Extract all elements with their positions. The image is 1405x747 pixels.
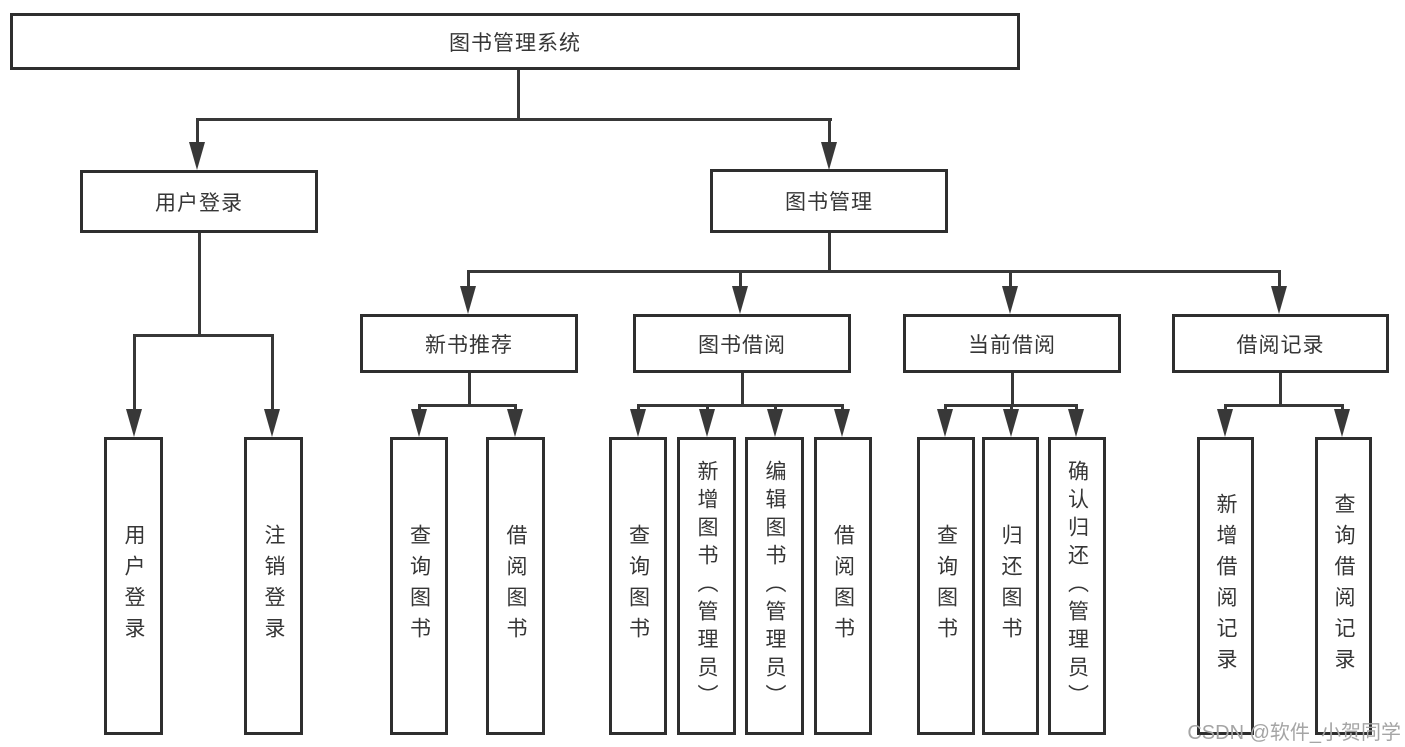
connector-line xyxy=(828,233,831,273)
connector-rail xyxy=(637,404,844,407)
connector-arrowhead xyxy=(767,409,783,437)
connector-arrowhead xyxy=(460,286,476,314)
connector-line xyxy=(271,334,274,412)
connector-line xyxy=(1341,404,1344,412)
connector-line xyxy=(1279,373,1282,407)
leaf-user-login: 用户登录 xyxy=(104,437,163,735)
connector-rail xyxy=(467,270,1281,273)
leaf-borrow-add-admin: 新增图书（管理员） xyxy=(677,437,736,735)
node-new-book-recommend: 新书推荐 xyxy=(360,314,578,373)
connector-arrowhead xyxy=(264,409,280,437)
connector-arrowhead xyxy=(834,409,850,437)
connector-arrowhead xyxy=(821,142,837,170)
connector-line xyxy=(196,118,199,146)
connector-line xyxy=(1009,270,1012,288)
connector-line xyxy=(1010,404,1013,412)
connector-arrowhead xyxy=(937,409,953,437)
node-borrow-records: 借阅记录 xyxy=(1172,314,1389,373)
connector-arrowhead xyxy=(1334,409,1350,437)
connector-arrowhead xyxy=(630,409,646,437)
leaf-current-return: 归还图书 xyxy=(982,437,1039,735)
node-book-management: 图书管理 xyxy=(710,169,948,233)
connector-rail xyxy=(196,118,832,121)
leaf-logout: 注销登录 xyxy=(244,437,303,735)
connector-line xyxy=(828,118,831,146)
connector-arrowhead xyxy=(1003,409,1019,437)
connector-arrowhead xyxy=(1271,286,1287,314)
connector-arrowhead xyxy=(1217,409,1233,437)
leaf-current-confirm-admin: 确认归还（管理员） xyxy=(1048,437,1106,735)
connector-line xyxy=(468,373,471,407)
node-current-borrow: 当前借阅 xyxy=(903,314,1121,373)
leaf-records-add: 新增借阅记录 xyxy=(1197,437,1254,735)
connector-line xyxy=(944,404,947,412)
connector-line xyxy=(418,404,421,412)
connector-arrowhead xyxy=(126,409,142,437)
leaf-borrow-query: 查询图书 xyxy=(609,437,667,735)
connector-arrowhead xyxy=(189,142,205,170)
connector-line xyxy=(133,334,136,412)
connector-line xyxy=(514,404,517,412)
leaf-newbook-borrow: 借阅图书 xyxy=(486,437,545,735)
leaf-current-query: 查询图书 xyxy=(917,437,975,735)
connector-arrowhead xyxy=(1002,286,1018,314)
node-user-login: 用户登录 xyxy=(80,170,318,233)
connector-line xyxy=(1224,404,1227,412)
connector-line xyxy=(841,404,844,412)
leaf-records-query: 查询借阅记录 xyxy=(1315,437,1372,735)
connector-rail xyxy=(133,334,274,337)
leaf-borrow-edit-admin: 编辑图书（管理员） xyxy=(745,437,804,735)
leaf-borrow-borrow: 借阅图书 xyxy=(814,437,872,735)
connector-arrowhead xyxy=(1068,409,1084,437)
connector-line xyxy=(706,404,709,412)
leaf-newbook-query: 查询图书 xyxy=(390,437,448,735)
connector-line xyxy=(739,270,742,288)
connector-line xyxy=(517,70,520,120)
connector-line xyxy=(198,233,201,337)
connector-line xyxy=(1075,404,1078,412)
connector-line xyxy=(1278,270,1281,288)
connector-line xyxy=(741,373,744,407)
watermark: CSDN @软件_小贺同学 xyxy=(1187,722,1401,744)
connector-line xyxy=(1011,373,1014,407)
connector-rail xyxy=(418,404,517,407)
connector-line xyxy=(637,404,640,412)
connector-arrowhead xyxy=(732,286,748,314)
connector-line xyxy=(774,404,777,412)
node-book-borrow: 图书借阅 xyxy=(633,314,851,373)
connector-rail xyxy=(1224,404,1344,407)
connector-arrowhead xyxy=(507,409,523,437)
connector-arrowhead xyxy=(699,409,715,437)
connector-arrowhead xyxy=(411,409,427,437)
connector-line xyxy=(467,270,470,288)
node-library-system: 图书管理系统 xyxy=(10,13,1020,70)
